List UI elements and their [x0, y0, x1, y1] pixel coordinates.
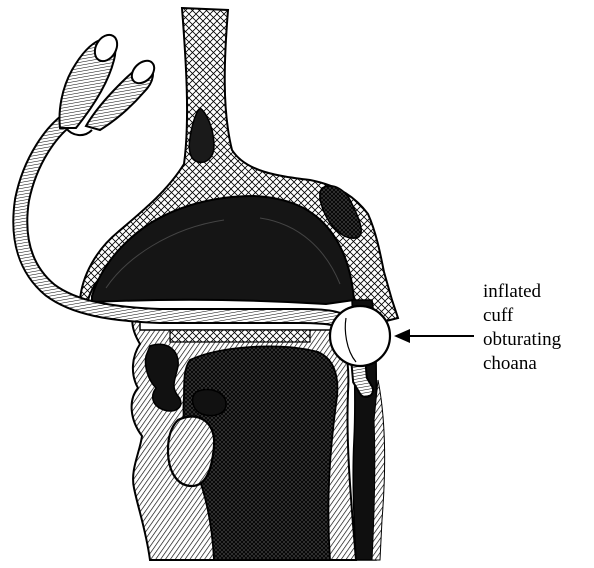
inflated-cuff [330, 306, 390, 366]
pointer-arrow-head [394, 329, 410, 343]
tube-connector [60, 31, 159, 135]
label-inflated: inflated [483, 280, 541, 304]
oral-cavity [168, 416, 214, 486]
label-choana: choana [483, 352, 537, 376]
label-cuff: cuff [483, 304, 513, 328]
label-obturating: obturating [483, 328, 561, 352]
